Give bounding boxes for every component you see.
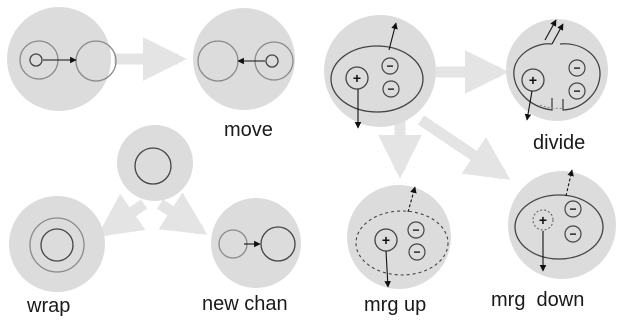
inner-channel: [40, 228, 74, 262]
blob-move-before: [7, 7, 111, 111]
blob-mrg-down: [508, 171, 616, 279]
minus-node: [381, 57, 399, 75]
process-dot: [265, 54, 279, 68]
minus-symbol: −: [412, 223, 419, 237]
mrg-down-state: + − −: [514, 169, 604, 272]
merge-start: + − −: [330, 22, 424, 129]
move-before: [19, 40, 117, 82]
channel-circle: [134, 147, 172, 185]
minus-symbol: −: [573, 61, 580, 75]
label-divide: divide: [533, 132, 586, 154]
minus-node: [407, 221, 425, 239]
minus-symbol: −: [387, 82, 394, 96]
flow-arrow-to-new-chan: [157, 192, 208, 235]
left-half: [513, 43, 553, 111]
label-mrg-down: mrg down: [491, 289, 585, 311]
minus-symbol: −: [569, 227, 576, 241]
label-move: move: [224, 119, 273, 141]
up-arrow-dashed: [565, 169, 574, 197]
flow-arrow-to-wrap: [96, 193, 148, 238]
wrap-state: [29, 217, 85, 273]
process-dot: [29, 53, 43, 67]
label-wrap: wrap: [27, 295, 71, 317]
channel-circle: [260, 226, 296, 262]
state-blobs: [7, 7, 616, 292]
channel-ellipse: [514, 194, 604, 260]
up-arrow: [388, 22, 398, 51]
mrg-up-state: + − −: [355, 186, 449, 288]
new-chan-state: [218, 226, 296, 262]
blob-new-chan: [211, 198, 301, 288]
blob-move-after: [193, 8, 295, 110]
minus-node: [564, 200, 582, 218]
minus-node: [568, 82, 586, 100]
plus-node: [345, 66, 369, 90]
channel-ellipse-dashed: [355, 210, 449, 276]
flow-arrows: [96, 37, 511, 238]
down-arrow: [524, 90, 533, 121]
plus-symbol: +: [353, 70, 361, 86]
minus-symbol: −: [573, 84, 580, 98]
flow-arrow-to-mrg-down: [417, 115, 511, 180]
blob-wrap: [9, 196, 105, 292]
channel-ellipse: [330, 45, 424, 113]
move-after: [197, 40, 294, 82]
blob-mrg-up: [347, 185, 451, 289]
plus-node-dashed: [532, 209, 554, 231]
minus-symbol: −: [569, 202, 576, 216]
plus-symbol: +: [539, 212, 547, 228]
up-arrow: [551, 23, 564, 45]
label-mrg-up: mrg up: [364, 294, 427, 316]
minus-node: [568, 59, 586, 77]
outer-channel: [29, 217, 85, 273]
minus-symbol: −: [413, 245, 420, 259]
plus-symbol: +: [529, 72, 537, 88]
plus-symbol: +: [382, 232, 390, 248]
plus-node: [521, 68, 545, 92]
blob-merge-start: [324, 15, 436, 127]
minus-node: [564, 225, 582, 243]
minus-symbol: −: [386, 59, 393, 73]
blob-wrap-start: [117, 125, 193, 201]
minus-node: [382, 80, 400, 98]
down-arrow: [384, 250, 391, 288]
wrap-start: [134, 147, 172, 185]
divide-dotted: [539, 104, 565, 109]
up-arrow: [544, 19, 557, 41]
right-half: [559, 43, 601, 111]
divide-state: + − −: [513, 19, 601, 121]
label-new-chan: new chan: [202, 293, 288, 315]
up-arrow-dashed: [407, 186, 417, 213]
minus-node: [408, 243, 426, 261]
